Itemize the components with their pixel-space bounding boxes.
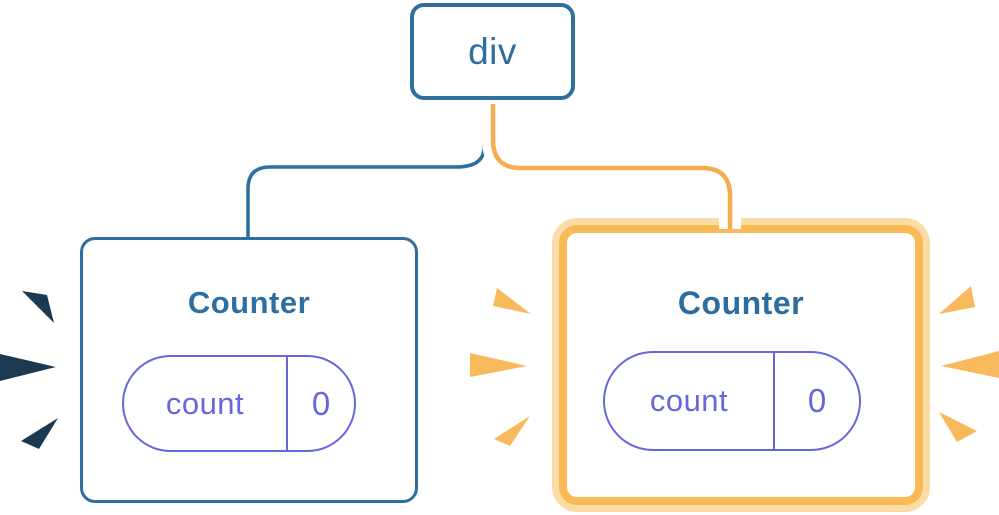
state-value: 0 bbox=[311, 384, 331, 422]
state-pill: count 0 bbox=[122, 355, 356, 452]
burst-icon bbox=[21, 418, 58, 449]
state-pill: count 0 bbox=[603, 351, 861, 451]
burst-icon bbox=[494, 416, 530, 446]
root-node: div bbox=[410, 3, 575, 100]
blue-connector-line bbox=[246, 144, 486, 239]
card-title: Counter bbox=[677, 285, 805, 321]
root-node-label: div bbox=[468, 30, 517, 72]
state-value: 0 bbox=[807, 382, 827, 419]
state-key-label: count bbox=[605, 353, 775, 449]
connector-casing bbox=[482, 104, 741, 229]
burst-icon bbox=[939, 286, 975, 314]
burst-icon bbox=[0, 354, 56, 381]
yellow-connector-line bbox=[490, 104, 733, 229]
state-key-label: count bbox=[124, 357, 288, 450]
card-title: Counter bbox=[187, 285, 311, 320]
counter-card-right: Counter count 0 bbox=[559, 225, 923, 505]
burst-icon bbox=[493, 288, 531, 314]
counter-card-left: Counter count 0 bbox=[80, 237, 418, 503]
burst-icon bbox=[470, 353, 527, 377]
burst-icon bbox=[939, 412, 977, 442]
burst-icon bbox=[22, 291, 54, 323]
burst-icon bbox=[941, 351, 999, 378]
